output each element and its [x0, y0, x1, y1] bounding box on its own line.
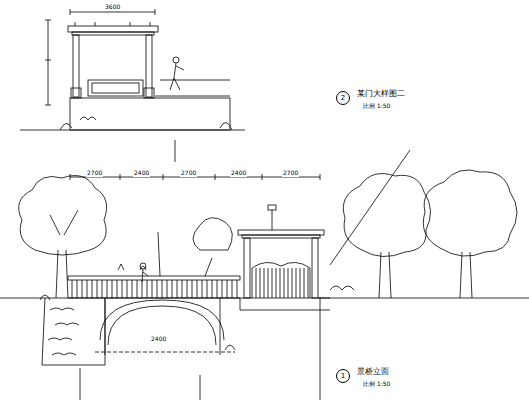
stroke: [172, 280, 173, 298]
stroke: [137, 280, 138, 298]
stroke: [122, 280, 123, 298]
stroke: [237, 280, 238, 298]
stroke: [107, 280, 108, 298]
stroke: [132, 280, 133, 298]
stroke: [232, 280, 233, 298]
stroke: [256, 268, 257, 298]
stroke: [102, 280, 103, 298]
stroke: [147, 280, 148, 298]
stroke: [92, 280, 93, 298]
stroke: [212, 280, 213, 298]
dimension-text: 2400: [150, 336, 167, 343]
stroke: [292, 268, 293, 298]
stroke: [268, 268, 269, 298]
stroke: [227, 280, 228, 298]
stroke: [157, 280, 158, 298]
dimension-text: 3600: [104, 4, 121, 11]
stroke: [300, 268, 301, 298]
stroke: [177, 280, 178, 298]
callout-circle: 1: [336, 369, 350, 383]
callout-circle: 2: [336, 91, 350, 105]
stroke: [117, 280, 118, 298]
stroke: [304, 268, 305, 298]
stroke: [207, 280, 208, 298]
stroke: [288, 268, 289, 298]
drawing-title: 景桥立面: [356, 368, 390, 377]
stroke: [182, 280, 183, 298]
stroke: [82, 280, 83, 298]
stroke: [222, 280, 223, 298]
dimension-text: 2700: [86, 170, 103, 177]
stroke: [77, 280, 78, 298]
drawing-title: 比例 1:50: [362, 103, 391, 110]
callout-number: 2: [341, 95, 345, 102]
stroke: [284, 268, 285, 298]
dimension-text: 2400: [133, 170, 150, 177]
stroke: [97, 280, 98, 298]
stroke: [197, 280, 198, 298]
stroke: [272, 268, 273, 298]
dimension-text: 2700: [180, 170, 197, 177]
stroke: [276, 268, 277, 298]
stroke: [308, 268, 309, 298]
drawing-title: 比例 1:50: [362, 381, 391, 388]
stroke: [162, 280, 163, 298]
stroke: [152, 280, 153, 298]
stroke: [296, 268, 297, 298]
dimension-text: 2700: [282, 170, 299, 177]
stroke: [167, 280, 168, 298]
stroke: [192, 280, 193, 298]
stroke: [217, 280, 218, 298]
callout-number: 1: [341, 373, 345, 380]
stroke: [87, 280, 88, 298]
stroke: [202, 280, 203, 298]
stroke: [142, 280, 143, 298]
stroke: [280, 268, 281, 298]
stroke: [112, 280, 113, 298]
stroke: [72, 280, 73, 298]
stroke: [187, 280, 188, 298]
stroke: [260, 268, 261, 298]
stroke: [264, 268, 265, 298]
dimension-text: 2400: [230, 170, 247, 177]
drawing-title: 某门大样图二: [356, 90, 406, 99]
stroke: [127, 280, 128, 298]
